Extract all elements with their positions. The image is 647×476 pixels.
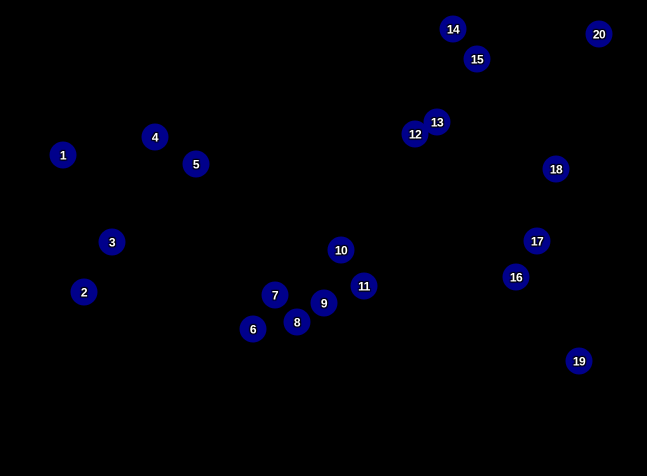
som-marker-label: 8 <box>293 315 301 329</box>
som-marker-17[interactable]: 17 <box>523 227 551 255</box>
som-marker-label: 11 <box>358 279 370 293</box>
som-marker-label: 3 <box>108 235 116 249</box>
som-marker-9[interactable]: 9 <box>310 289 338 317</box>
som-marker-10[interactable]: 10 <box>327 236 355 264</box>
som-marker-18[interactable]: 18 <box>542 155 570 183</box>
som-marker-label: 18 <box>549 162 563 176</box>
som-marker-5[interactable]: 5 <box>182 150 210 178</box>
som-marker-label: 1 <box>59 148 67 162</box>
som-marker-label: 4 <box>151 130 159 144</box>
som-marker-16[interactable]: 16 <box>502 263 530 291</box>
som-marker-label: 9 <box>320 296 328 310</box>
som-marker-label: 7 <box>271 288 279 302</box>
som-marker-label: 12 <box>408 127 422 141</box>
som-marker-label: 15 <box>470 52 484 66</box>
som-marker-14[interactable]: 14 <box>439 15 467 43</box>
som-marker-15[interactable]: 15 <box>463 45 491 73</box>
som-marker-label: 16 <box>509 270 523 284</box>
som-marker-label: 17 <box>530 234 544 248</box>
som-marker-label: 19 <box>572 354 586 368</box>
som-marker-19[interactable]: 19 <box>565 347 593 375</box>
som-marker-8[interactable]: 8 <box>283 308 311 336</box>
som-marker-2[interactable]: 2 <box>70 278 98 306</box>
som-marker-label: 20 <box>592 27 606 41</box>
som-marker-11[interactable]: 11 <box>350 272 378 300</box>
som-marker-label: 14 <box>446 22 460 36</box>
som-marker-label: 6 <box>249 322 257 336</box>
som-marker-3[interactable]: 3 <box>98 228 126 256</box>
som-marker-label: 10 <box>334 243 348 257</box>
som-marker-4[interactable]: 4 <box>141 123 169 151</box>
som-marker-13[interactable]: 13 <box>423 108 451 136</box>
som-marker-label: 2 <box>80 285 88 299</box>
som-marker-7[interactable]: 7 <box>261 281 289 309</box>
som-marker-1[interactable]: 1 <box>49 141 77 169</box>
som-marker-20[interactable]: 20 <box>585 20 613 48</box>
som-marker-6[interactable]: 6 <box>239 315 267 343</box>
som-marker-label: 13 <box>430 115 444 129</box>
som-marker-label: 5 <box>192 157 200 171</box>
